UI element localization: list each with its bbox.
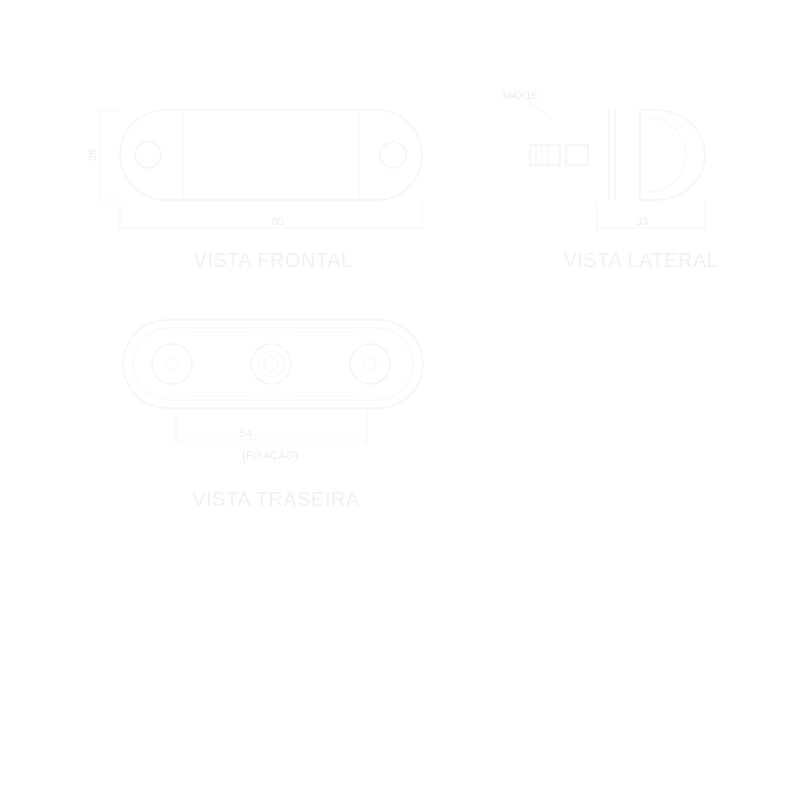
thread-label: M4X16	[503, 90, 538, 102]
front-view-title: VISTA FRONTAL	[193, 250, 352, 272]
thread-leader	[527, 101, 553, 119]
front-screw-left	[134, 141, 162, 169]
side-view-title: VISTA LATERAL	[564, 250, 719, 272]
rear-mount-note: (FIXAÇÃO)	[242, 449, 298, 462]
rear-view: 54 (FIXAÇÃO) VISTA TRASEIRA	[122, 319, 424, 511]
front-height-value: 26	[87, 149, 99, 161]
front-view: 26 85 VISTA FRONTAL	[87, 109, 423, 272]
rear-mount-value: 54	[240, 428, 252, 440]
rear-cable-gland-inner	[263, 356, 279, 372]
side-lens-inner	[647, 117, 687, 193]
rear-mount-hole-right-inner	[363, 357, 377, 371]
rear-outline	[122, 319, 424, 409]
rear-mount-hole-left	[151, 343, 193, 385]
side-depth-value: 33	[636, 216, 648, 228]
side-lens-profile	[639, 109, 706, 201]
screw-shank	[529, 144, 561, 166]
rear-mount-hole-left-inner	[165, 357, 179, 371]
rear-inner-outline	[132, 327, 414, 401]
front-width-value: 85	[272, 216, 284, 228]
rear-view-title: VISTA TRASEIRA	[192, 489, 360, 511]
screw-thread	[565, 144, 589, 166]
front-screw-right	[379, 141, 407, 169]
rear-cable-gland	[250, 343, 292, 385]
front-outline	[119, 109, 423, 201]
rear-mount-hole-right	[349, 343, 391, 385]
rear-cable-gland-mid	[257, 350, 285, 378]
side-view: M4X16 33 VISTA LATERAL	[503, 90, 719, 272]
